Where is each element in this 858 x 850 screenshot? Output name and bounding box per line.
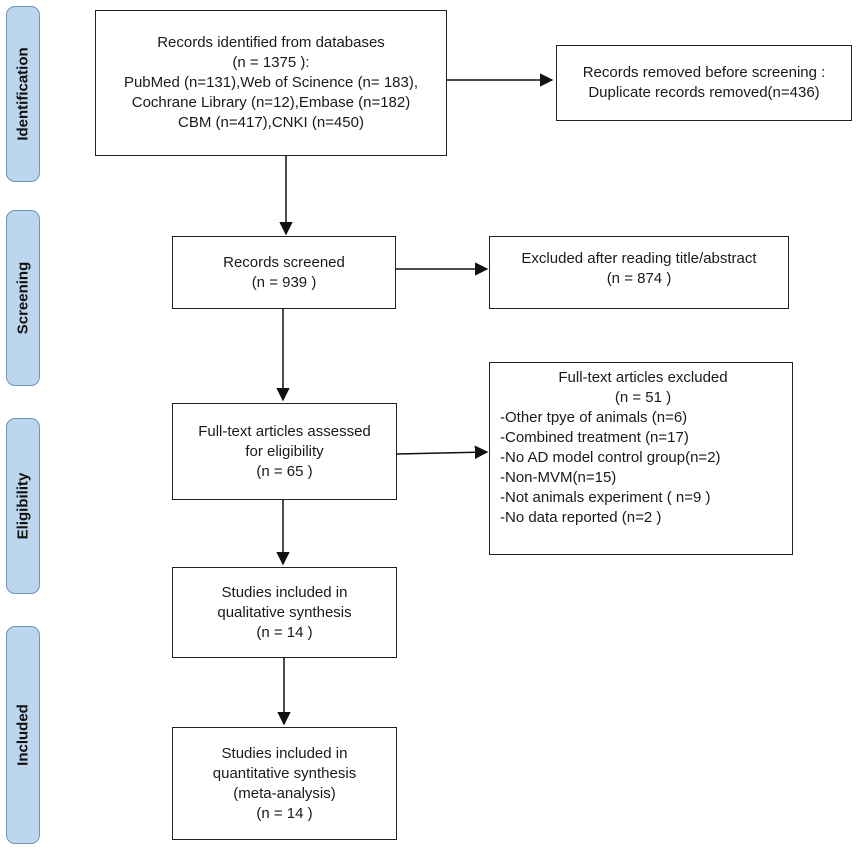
exclusion-reason: -No AD model control group(n=2): [500, 449, 721, 466]
stage-label-eligibility: Eligibility: [14, 472, 32, 540]
stage-label-screening: Screening: [14, 261, 32, 335]
box-excluded-title-abstract: Excluded after reading title/abstract (n…: [489, 236, 789, 309]
identified-line-3: PubMed (n=131),Web of Scinence (n= 183),: [123, 74, 419, 91]
box-records-screened: Records screened (n = 939 ): [172, 236, 396, 309]
qualitative-line-1: Studies included in: [221, 583, 348, 601]
box-fulltext-excluded: Full-text articles excluded (n = 51 ) -O…: [489, 362, 793, 555]
removed-line-1: Records removed before screening :: [582, 64, 826, 81]
identified-line-5: CBM (n=417),CNKI (n=450): [178, 114, 364, 131]
fulltext-excluded-count: (n = 51 ): [614, 389, 672, 406]
fulltext-excluded-title: Full-text articles excluded: [558, 369, 728, 386]
fulltext-line-3: (n = 65 ): [256, 462, 313, 480]
box-records-removed: Records removed before screening : Dupli…: [556, 45, 852, 121]
stage-eligibility: Eligibility: [6, 418, 40, 594]
exclusion-reason: -Combined treatment (n=17): [500, 429, 689, 446]
fulltext-line-2: for eligibility: [245, 442, 324, 460]
screened-line-1: Records screened: [223, 253, 345, 271]
box-quantitative-synthesis: Studies included in quantitative synthes…: [172, 727, 397, 840]
exclusion-reason: -Not animals experiment ( n=9 ): [500, 489, 711, 506]
box-fulltext-assessed: Full-text articles assessed for eligibil…: [172, 403, 397, 500]
excluded-title-line-1: Excluded after reading title/abstract: [521, 250, 757, 267]
screened-line-2: (n = 939 ): [251, 273, 317, 291]
box-records-identified: Records identified from databases (n = 1…: [95, 10, 447, 156]
stage-identification: Identification: [6, 6, 40, 182]
box-qualitative-synthesis: Studies included in qualitative synthesi…: [172, 567, 397, 658]
quantitative-line-2: quantitative synthesis: [212, 764, 357, 782]
stage-screening: Screening: [6, 210, 40, 386]
quantitative-line-3: (meta-analysis): [233, 784, 336, 802]
excluded-title-line-2: (n = 874 ): [606, 270, 672, 287]
qualitative-line-2: qualitative synthesis: [217, 603, 352, 621]
fulltext-line-1: Full-text articles assessed: [198, 422, 371, 440]
identified-line-2: (n = 1375 ):: [232, 54, 310, 71]
arrow-fulltext-to-excluded: [396, 445, 489, 460]
identified-line-1: Records identified from databases: [157, 34, 385, 51]
qualitative-line-3: (n = 14 ): [256, 623, 313, 641]
exclusion-reason: -Non-MVM(n=15): [500, 469, 617, 486]
stage-included: Included: [6, 626, 40, 844]
quantitative-line-1: Studies included in: [221, 744, 348, 762]
identified-line-4: Cochrane Library (n=12),Embase (n=182): [131, 94, 411, 111]
exclusion-reason: -No data reported (n=2 ): [500, 509, 662, 526]
quantitative-line-4: (n = 14 ): [256, 804, 313, 822]
removed-line-2: Duplicate records removed(n=436): [588, 84, 820, 101]
exclusion-reason: -Other tpye of animals (n=6): [500, 409, 688, 426]
stage-label-identification: Identification: [14, 47, 32, 141]
stage-label-included: Included: [14, 704, 32, 766]
